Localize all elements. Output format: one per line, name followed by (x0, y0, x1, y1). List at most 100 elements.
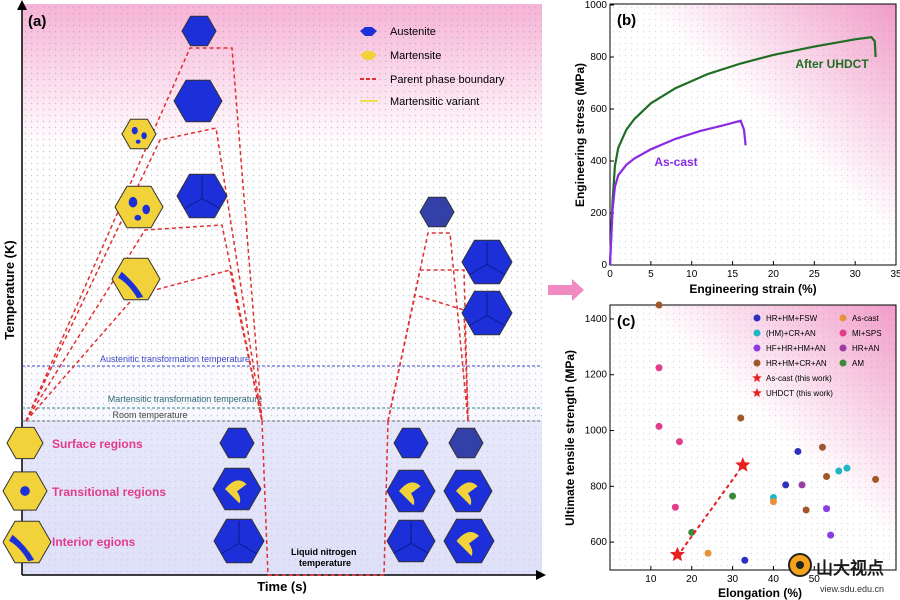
scatter-point (798, 481, 806, 489)
panel-b-xtick-label: 30 (850, 269, 862, 280)
series-line-ascast (608, 119, 747, 266)
star-uhdct-this-work (735, 457, 751, 472)
scatter-point (823, 473, 831, 481)
panel-c-texture (610, 305, 896, 570)
scatter-point (655, 301, 663, 309)
panel-c-xtick-label: 10 (645, 574, 657, 585)
panel-c-xtick-label: 50 (809, 574, 821, 585)
legend-marker (839, 344, 847, 352)
scatter-point (823, 505, 831, 513)
legend-marker (753, 359, 761, 367)
watermark-logo-center (796, 561, 804, 569)
scatter-point (794, 447, 802, 455)
panel-c-ytick-label: 800 (590, 481, 607, 492)
grain-stage2-top (419, 196, 455, 228)
austenite-swatch (360, 27, 377, 36)
grain-interior-cycle2-b (443, 518, 495, 564)
x-axis-arrow-icon (536, 570, 546, 580)
panel-a-label: (a) (28, 13, 46, 30)
region-transitional: Transitional regions (52, 485, 166, 499)
scatter-point (835, 467, 843, 475)
panel-b-ytick-label: 600 (590, 104, 607, 115)
grain-interior-cycle1 (213, 518, 265, 564)
panel-c-label: (c) (617, 313, 635, 330)
panel-c-legend-item: MI+SPS (839, 329, 882, 338)
panel-c-legend-label: HF+HR+HM+AN (766, 344, 826, 353)
grain-stage-martensite-small (121, 118, 157, 150)
martensitic-line-label: Martensitic transformation temperature (108, 394, 263, 404)
grain-transitional-cycle1 (212, 467, 262, 511)
scatter-point (843, 464, 851, 472)
scatter-point (671, 503, 679, 511)
legend-parent-boundary: Parent phase boundary (390, 74, 505, 86)
scatter-point (729, 492, 737, 500)
heating-curves (25, 47, 469, 422)
legend-martensite: Martensite (390, 50, 441, 62)
legend-marker (753, 314, 761, 322)
scatter-point (769, 498, 777, 506)
grain-stage2-lower (461, 290, 513, 336)
panel-c-ytick-label: 1000 (585, 426, 608, 437)
panel-c-ylabel: Ultimate tensile strength (MPa) (563, 350, 577, 526)
y-axis-arrow-icon (17, 0, 27, 10)
grain-surface-initial (6, 426, 44, 460)
panel-b-ytick-label: 800 (590, 52, 607, 63)
panel-b-texture (610, 4, 896, 265)
scatter-point (782, 481, 790, 489)
grain-transitional-cycle2-a (386, 469, 436, 513)
panel-c-legend-label: HR+HM+FSW (766, 314, 818, 323)
panel-b-ytick-label: 200 (590, 208, 607, 219)
legend-austenite: Austenite (390, 26, 436, 38)
scatter-point (827, 531, 835, 539)
martensite-swatch (360, 51, 377, 60)
panel-c-legend: HR+HM+FSW(HM)+CR+ANHF+HR+HM+ANHR+HM+CR+A… (752, 314, 882, 398)
grain-stage-austenite-medium (173, 79, 223, 123)
scatter-point (872, 475, 880, 483)
legend-marker (839, 359, 847, 367)
panel-b-ytick-label: 0 (601, 260, 607, 271)
grain-transitional-cycle2-b (443, 469, 493, 513)
improvement-arrow (680, 470, 740, 552)
austenitic-line-label: Austenitic transformation temperature (100, 354, 250, 364)
panel-c-legend-item: (HM)+CR+AN (753, 329, 816, 338)
liquid-nitrogen-label: Liquid nitrogen temperature (291, 547, 359, 568)
region-interior: Interior egions (52, 535, 136, 549)
room-temp-label: Room temperature (112, 410, 187, 420)
panel-a: (a) Temperature (K) Time (s) Austenite M… (2, 0, 584, 594)
panel-b-xtick-label: 0 (607, 269, 613, 280)
panel-c-legend-label: UHDCT (this work) (766, 389, 833, 398)
scatter-point (675, 438, 683, 446)
grain-transitional-initial (2, 471, 48, 511)
panel-c-legend-item: HF+HR+HM+AN (753, 344, 826, 353)
panel-c-legend-item: HR+HM+FSW (753, 314, 818, 323)
panel-c-legend-item: UHDCT (this work) (752, 388, 833, 398)
panel-c-legend-label: As-cast (this work) (766, 374, 832, 383)
panel-b-xtick-label: 10 (686, 269, 698, 280)
scatter-point (802, 506, 810, 514)
grain-hexagons (2, 15, 513, 564)
grain-stage-austenite-large (176, 173, 228, 219)
series-label-uhdct: After UHDCT (795, 57, 869, 71)
panel-c-ytick-label: 1200 (585, 370, 608, 381)
panel-c-xtick-label: 30 (727, 574, 739, 585)
panel-b-frame (609, 3, 897, 266)
panel-c-points (655, 301, 880, 564)
panel-b-xtick-label: 15 (727, 269, 739, 280)
scatter-point (688, 528, 696, 536)
panel-c-frame (609, 304, 897, 571)
series-line-uhdct (608, 36, 877, 266)
panel-b-label: (b) (617, 12, 636, 29)
legend-star-icon (752, 388, 762, 397)
legend-marker (753, 329, 761, 337)
legend-marker (753, 344, 761, 352)
grain-stage2-upper (461, 239, 513, 285)
panel-c-legend-label: (HM)+CR+AN (766, 329, 816, 338)
panel-c-ytick-label: 1400 (585, 314, 608, 325)
scatter-point (741, 556, 749, 564)
panel-c-xtick-label: 20 (686, 574, 698, 585)
panel-c-legend-label: HR+AN (852, 344, 880, 353)
region-surface: Surface regions (52, 437, 143, 451)
